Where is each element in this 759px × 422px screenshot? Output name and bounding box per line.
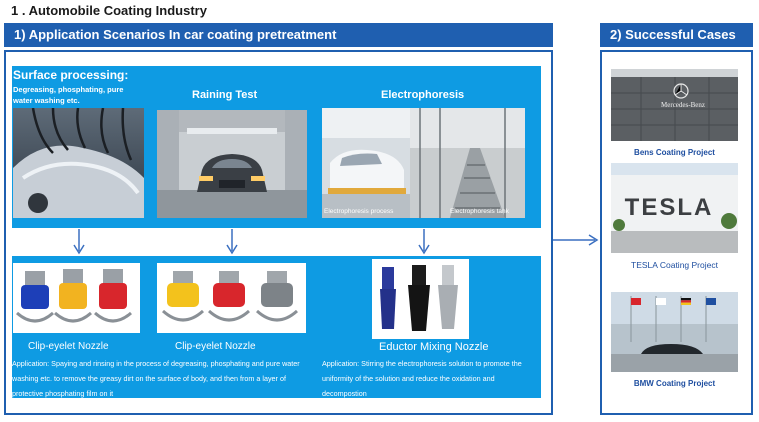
electrophoresis-tank-photo	[410, 108, 525, 218]
application-scenarios-header: 1) Application Scenarios In car coating …	[4, 23, 553, 47]
electrophoresis-process-photo	[322, 108, 410, 218]
bmw-case-card: BMW Coating Project	[611, 292, 738, 388]
surface-processing-title: Surface processing:	[13, 68, 129, 82]
electrophoresis-tank-caption: Electrophoresis tank	[450, 208, 509, 215]
bens-case-caption: Bens Coating Project	[634, 148, 715, 157]
arrow-down-icon	[73, 229, 85, 255]
bens-building-photo: Mercedes-Benz	[611, 69, 738, 146]
eductor-mixing-nozzle-photo	[372, 259, 469, 339]
nozzle-2-label: Clip-eyelet Nozzle	[175, 341, 256, 352]
tesla-building-photo: TESLA	[611, 163, 738, 258]
bmw-building-photo	[611, 292, 738, 377]
raining-test-title: Raining Test	[192, 89, 258, 101]
arrow-right-icon	[553, 234, 599, 246]
page-title: 1 . Automobile Coating Industry	[11, 3, 207, 18]
arrow-down-icon	[418, 229, 430, 255]
application-text-2: Application: Stirring the electrophoresi…	[322, 359, 522, 398]
electrophoresis-process-caption: Electrophoresis process	[324, 208, 394, 215]
bmw-case-caption: BMW Coating Project	[633, 379, 716, 388]
raining-test-photo	[157, 110, 307, 218]
tesla-sign-text: TESLA	[625, 194, 714, 221]
bens-sign-text: Mercedes-Benz	[661, 101, 705, 109]
surface-processing-photo	[13, 108, 144, 218]
tesla-case-caption: TESLA Coating Project	[631, 260, 718, 270]
clip-eyelet-nozzle-photo-2	[157, 263, 306, 333]
nozzle-1-label: Clip-eyelet Nozzle	[28, 341, 109, 352]
bens-case-card: Mercedes-Benz Bens Coating Project	[611, 69, 738, 157]
arrow-down-icon	[226, 229, 238, 255]
application-text-1: Application: Spaying and rinsing in the …	[12, 359, 300, 398]
successful-cases-header: 2) Successful Cases	[600, 23, 753, 47]
clip-eyelet-nozzle-photo-1	[13, 263, 140, 333]
tesla-case-card: TESLA TESLA Coating Project	[611, 163, 738, 270]
electrophoresis-title: Electrophoresis	[381, 89, 465, 101]
surface-processing-subtitle: Degreasing, phosphating, pure water wash…	[13, 85, 124, 105]
nozzle-3-label: Eductor Mixing Nozzle	[379, 341, 489, 353]
